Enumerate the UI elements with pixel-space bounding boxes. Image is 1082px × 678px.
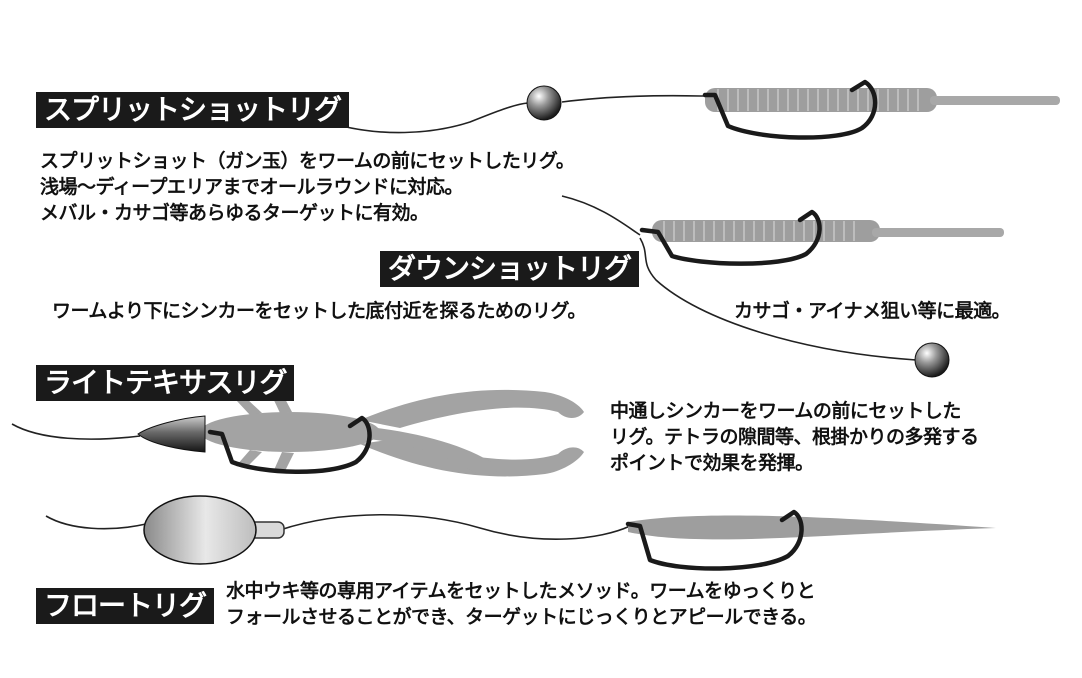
split-shot-description-line: 浅場〜ディープエリアまでオールラウンドに対応。 (40, 176, 464, 198)
light-texas-description-line: 中通しシンカーをワームの前にセットした (610, 400, 961, 422)
light-texas-hook (207, 415, 372, 474)
float-line-left (45, 515, 147, 530)
light-texas-description-line: リグ。テトラの隙間等、根掛かりの多発する (610, 426, 979, 448)
down-shot-hook (639, 209, 822, 266)
float-description-line: フォールさせることができ、ターゲットにじっくりとアピールできる。 (226, 606, 817, 628)
split-shot-line (337, 102, 529, 134)
split-shot-worm (705, 88, 1060, 112)
light-texas-rig-illustration (11, 389, 584, 477)
down-shot-worm (652, 220, 1004, 242)
split-shot-description-line: スプリットショット（ガン玉）をワームの前にセットしたリグ。 (40, 150, 575, 172)
split-shot-hook (702, 79, 878, 140)
float-body (143, 495, 257, 565)
down-shot-description-right: カサゴ・アイナメ狙い等に最適。 (734, 300, 1011, 322)
float-worm (628, 515, 996, 540)
light-texas-title: ライトテキサスリグ (36, 365, 295, 401)
light-texas-description-line: ポイントで効果を発揮。 (610, 452, 814, 474)
split-shot-description: スプリットショット（ガン玉）をワームの前にセットしたリグ。 浅場〜ディープエリア… (40, 148, 575, 226)
split-shot-rig-illustration (337, 79, 1060, 140)
float-title: フロートリグ (36, 588, 215, 624)
light-texas-line (11, 423, 141, 440)
light-texas-description: 中通しシンカーをワームの前にセットした リグ。テトラの隙間等、根掛かりの多発する… (610, 398, 979, 476)
float-description-line: 水中ウキ等の専用アイテムをセットしたメソッド。ワームをゆっくりと (226, 580, 816, 602)
down-shot-title: ダウンショットリグ (380, 251, 640, 287)
light-texas-creature-worm (200, 389, 584, 477)
down-shot-sinker (914, 342, 950, 378)
float-line-right (279, 513, 631, 540)
down-shot-description-left: ワームより下にシンカーをセットした底付近を探るためのリグ。 (52, 300, 587, 322)
float-hook (625, 509, 804, 571)
down-shot-rig-illustration (561, 195, 1004, 378)
split-shot-title: スプリットショットリグ (36, 92, 350, 128)
float-description: 水中ウキ等の専用アイテムをセットしたメソッド。ワームをゆっくりと フォールさせる… (226, 578, 817, 630)
float-rig-illustration (45, 495, 996, 571)
down-shot-line (561, 195, 917, 361)
split-shot-description-line: メバル・カサゴ等あらゆるターゲットに有効。 (40, 202, 429, 224)
light-texas-bullet-sinker (137, 415, 206, 453)
split-shot-sinker (526, 85, 562, 121)
